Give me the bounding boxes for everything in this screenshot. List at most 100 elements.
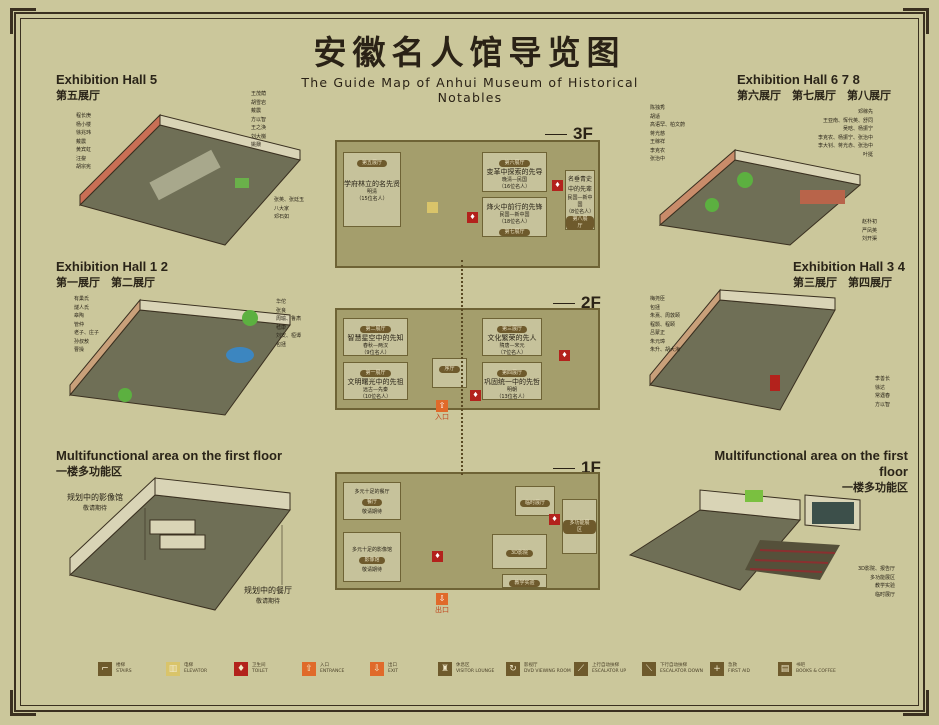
lounge-icon: ♜ (438, 662, 452, 676)
mf-right-labels: 3D影院、报告厅多功能展区教学实验临时展厅 (858, 566, 896, 598)
room-teaching[interactable]: 教学实验 (502, 574, 547, 588)
room-hall1[interactable]: 第一展厅文明曙光中的先祖远古—先秦（10位名人） (343, 362, 408, 400)
corner-ornament (903, 8, 929, 34)
stairs-icon: ⌐ (98, 662, 112, 676)
room-hall8[interactable]: 名垂青史中的先辈民国—新中国（8位名人）第八展厅 (565, 170, 595, 230)
toilet-icon: ♦ (467, 212, 478, 223)
elevator-icon: ▥ (166, 662, 180, 676)
mf-left-area1: 规划中的影像馆敬请期待 (67, 493, 123, 512)
page-title: 安徽名人馆导览图 (313, 33, 626, 72)
legend-en: FIRST AID (728, 669, 750, 674)
legend-cn: 入口 (320, 663, 329, 668)
entrance-icon: ⇧ (436, 400, 448, 412)
hall5-names-left: 程长庚杨小楼徐兆玮戴震黄宾虹汪鋆胡宗宪 (76, 113, 92, 170)
entrance-icon: ⇧ (302, 662, 316, 676)
border-inner (20, 18, 919, 706)
room-temp-exhibit[interactable]: 临时展厅 (515, 486, 555, 516)
mf-right-en: Multifunctional area on the first floor (714, 448, 908, 479)
hall5-label: Exhibition Hall 5 第五展厅 (56, 72, 157, 104)
hall5-en: Exhibition Hall 5 (56, 72, 158, 87)
floor-1f-plan: 多元十足的餐厅餐厅敬请期待 多元十足的影像馆影像馆敬请期待 临时展厅 多功能展区… (335, 472, 600, 590)
toilet-icon: ♦ (552, 180, 563, 191)
room-hall5[interactable]: 第五展厅学府林立的名先贤明清（15位名人） (343, 152, 401, 227)
legend-en: ESCALATOR DOWN (660, 669, 703, 674)
room-multi-area[interactable]: 多功能展区 (562, 499, 597, 554)
hall12-names-left: 有巢氏燧人氏皋陶管仲老子、庄子孙叔敖曹操 (74, 296, 100, 353)
hall12-drawing (69, 298, 291, 416)
legend-en: ENTRANCE (320, 669, 345, 674)
route-path (461, 260, 463, 475)
hall34-cn: 第三展厅 第四展厅 (793, 276, 892, 289)
books-coffee-icon: ▤ (778, 662, 792, 676)
hall5-names-right: 王茂荫胡雪岩戴震方以智王之涣刘大櫆姚鼐 (251, 91, 267, 148)
hall5-names-bottom: 张英、张廷玉八大家邓石如 (274, 197, 305, 220)
viewing-room-icon: ↻ (506, 662, 520, 676)
hall678-names-bottom: 赵朴初严凤英刘开渠 (862, 219, 878, 242)
hall678-drawing (658, 148, 862, 246)
corner-ornament (10, 8, 36, 34)
toilet-icon: ♦ (549, 514, 560, 525)
exit-icon: ⇩ (436, 593, 448, 605)
hall34-en: Exhibition Hall 3 4 (793, 259, 905, 274)
floor-2f-label: 2F (553, 293, 601, 313)
toilet-icon: ♦ (234, 662, 248, 676)
room-image-hall[interactable]: 多元十足的影像馆影像馆敬请期待 (343, 532, 401, 582)
legend-cn: 电梯 (184, 663, 193, 668)
legend-en: ESCALATOR UP (592, 669, 627, 674)
room-hall2[interactable]: 第二展厅智慧星空中的先知春秋—两汉（9位名人） (343, 318, 408, 356)
room-hall6[interactable]: 第六展厅变革中探索的先导晚清—民国（16位名人） (482, 152, 547, 192)
legend-cn: 急救 (728, 663, 737, 668)
legend-en: VISITOR LOUNGE (456, 669, 495, 674)
hall678-names-left: 陈独秀胡适高语罕、柏文蔚蒋光慈王稼祥李克农张治中 (650, 105, 686, 162)
floor-2f-plan: 第二展厅智慧星空中的先知春秋—两汉（9位名人） 第一展厅文明曙光中的先祖远古—先… (335, 308, 600, 410)
floor-3f-plan: 第五展厅学府林立的名先贤明清（15位名人） 第六展厅变革中探索的先导晚清—民国（… (335, 140, 600, 268)
toilet-icon: ♦ (559, 350, 570, 361)
legend-en: BOOKS & COFFEE (796, 669, 836, 674)
mf-right-drawing (628, 489, 861, 591)
room-3d-cinema[interactable]: 3D影院 (492, 534, 547, 569)
elevator-icon (427, 202, 438, 213)
hall5-drawing (79, 113, 301, 246)
hall5-cn: 第五展厅 (56, 89, 100, 102)
room-hall4[interactable]: 第四展厅巩固统一中的先哲明朝（13位名人） (482, 362, 542, 400)
toilet-icon: ♦ (470, 390, 481, 401)
legend-cn: 书吧 (796, 663, 805, 668)
room-hall3[interactable]: 第三展厅文化繁荣的先人隋唐—宋元（7位名人） (482, 318, 542, 356)
legend-cn: 出口 (388, 663, 397, 668)
legend-en: ELEVATOR (184, 669, 208, 674)
mf-left-en: Multifunctional area on the first floor (56, 448, 283, 463)
legend-cn: 卫生间 (252, 663, 266, 668)
floor-3f-label: 3F (545, 124, 593, 144)
first-aid-icon: + (710, 662, 724, 676)
hall34-label: Exhibition Hall 3 4 第三展厅 第四展厅 (793, 259, 905, 291)
hall678-names-right: 邓稼先王亚南、恽代英、舒同吴晗、杨振宁李克农、杨振宁、张治中李大钊、蒋光赤、张治… (818, 109, 874, 158)
room-restaurant[interactable]: 多元十足的餐厅餐厅敬请期待 (343, 482, 401, 520)
escalator-up-icon: ⟋ (574, 662, 588, 676)
hall678-cn: 第六展厅 第七展厅 第八展厅 (737, 89, 891, 102)
legend-cn: 上行自动扶梯 (592, 663, 619, 668)
room-hall7[interactable]: 烽火中前行的先锋民国—新中国（18位名人）第七展厅 (482, 197, 547, 237)
corner-ornament (903, 690, 929, 716)
legend-en: TOILET (252, 669, 268, 674)
mf-right-label: Multifunctional area on the first floor 一… (690, 448, 908, 496)
corner-ornament (10, 690, 36, 716)
exit-marker: ⇩出口 (435, 593, 449, 614)
entrance-marker: ⇧入口 (435, 400, 449, 421)
escalator-down-icon: ⟍ (642, 662, 656, 676)
legend-cn: 影视厅 (524, 663, 538, 668)
mf-right-cn: 一楼多功能区 (842, 481, 908, 494)
border-frame (14, 12, 925, 712)
